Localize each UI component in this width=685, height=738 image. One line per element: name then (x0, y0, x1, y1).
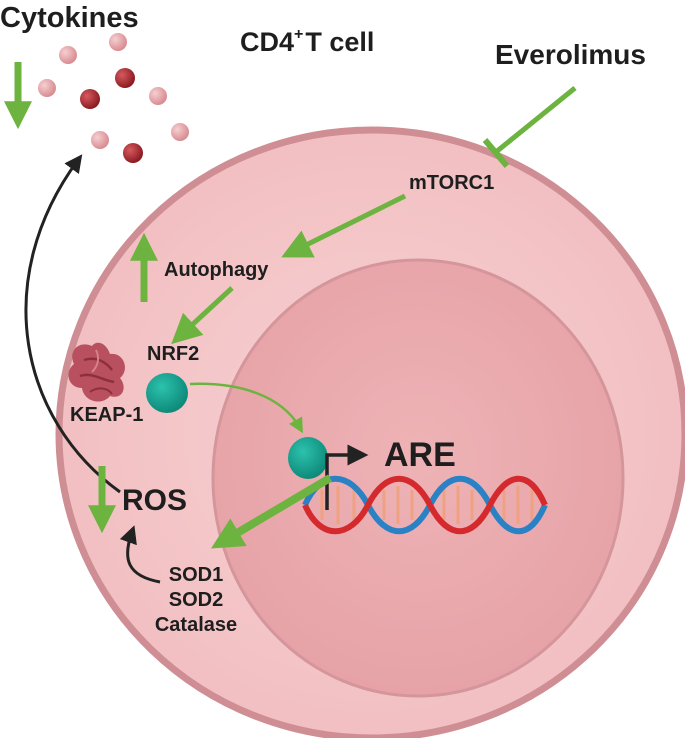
everolimus-inhibition-icon (482, 86, 577, 168)
antioxidants-to-ros-arrow (119, 525, 161, 584)
mtorc1-to-autophagy-arrow (281, 193, 407, 258)
cell-type-label: CD4+T cell (240, 26, 374, 57)
keap1-label: KEAP-1 (70, 404, 143, 426)
ros-label: ROS (122, 484, 187, 517)
are-label: ARE (384, 436, 456, 474)
nrf2-protein-icon (146, 373, 188, 413)
nrf2-nuclear-protein-icon (288, 437, 328, 479)
cytokine-particles-icon (38, 33, 189, 163)
nrf2-translocation-arrow (189, 382, 303, 434)
dna-double-helix-icon (302, 475, 548, 535)
sod2-label: SOD2 (169, 589, 223, 611)
catalase-label: Catalase (155, 614, 237, 636)
are-to-antioxidants-arrow (210, 474, 333, 549)
keap1-protein-icon (68, 342, 125, 402)
cytokines-label: Cytokines (0, 2, 139, 34)
ros-to-cytokines-arrow (24, 154, 121, 494)
autophagy-to-nrf2-arrow (171, 286, 234, 345)
sod1-label: SOD1 (169, 564, 223, 586)
nucleus (211, 258, 625, 698)
nrf2-label: NRF2 (147, 343, 199, 365)
mtorc1-label: mTORC1 (409, 172, 494, 194)
autophagy-label: Autophagy (164, 259, 269, 281)
transcription-start-arrow (325, 444, 369, 510)
everolimus-label: Everolimus (495, 39, 646, 70)
